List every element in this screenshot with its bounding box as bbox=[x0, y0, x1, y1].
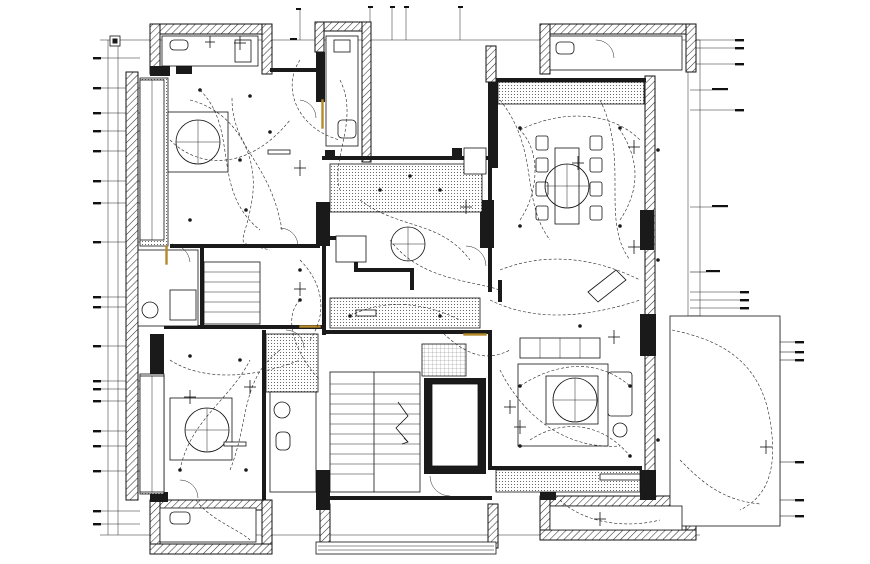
dining-furniture bbox=[535, 135, 627, 303]
leader-tag bbox=[368, 6, 373, 8]
staircase bbox=[203, 261, 421, 493]
leader-tag bbox=[780, 341, 804, 344]
bathrooms bbox=[137, 35, 683, 543]
leader-tag bbox=[390, 6, 395, 8]
leader-tag bbox=[690, 63, 744, 66]
leader-tag bbox=[296, 8, 301, 10]
leader-tag bbox=[690, 299, 749, 302]
bedrooms bbox=[139, 79, 233, 493]
leader-tag bbox=[93, 510, 140, 513]
leader-tag bbox=[780, 499, 804, 502]
leader-tag bbox=[93, 523, 140, 526]
leader-tag bbox=[690, 270, 720, 273]
leader-tag bbox=[290, 38, 297, 40]
exterior-walls bbox=[125, 21, 697, 555]
leader-tag bbox=[690, 47, 744, 50]
structural-columns bbox=[150, 52, 656, 510]
leader-tag bbox=[690, 109, 744, 112]
leader-tag bbox=[780, 515, 804, 518]
leader-tag bbox=[93, 57, 140, 60]
right-leader-tags bbox=[690, 39, 804, 518]
living-furniture bbox=[517, 315, 781, 527]
leader-tag bbox=[690, 307, 749, 310]
switch-markers bbox=[184, 36, 772, 526]
wiring-circuits bbox=[169, 59, 773, 541]
leader-tag bbox=[404, 6, 409, 8]
leader-tag bbox=[780, 461, 804, 464]
leader-tag bbox=[690, 291, 749, 294]
leader-tag bbox=[690, 205, 728, 208]
leader-tag bbox=[690, 39, 744, 42]
leader-tag bbox=[458, 6, 463, 8]
light-fixtures bbox=[178, 88, 660, 481]
leader-tag bbox=[690, 88, 728, 91]
interior-partitions bbox=[164, 68, 646, 500]
leader-tag bbox=[780, 359, 804, 362]
leader-tag bbox=[780, 351, 804, 354]
door-swings bbox=[165, 39, 615, 499]
